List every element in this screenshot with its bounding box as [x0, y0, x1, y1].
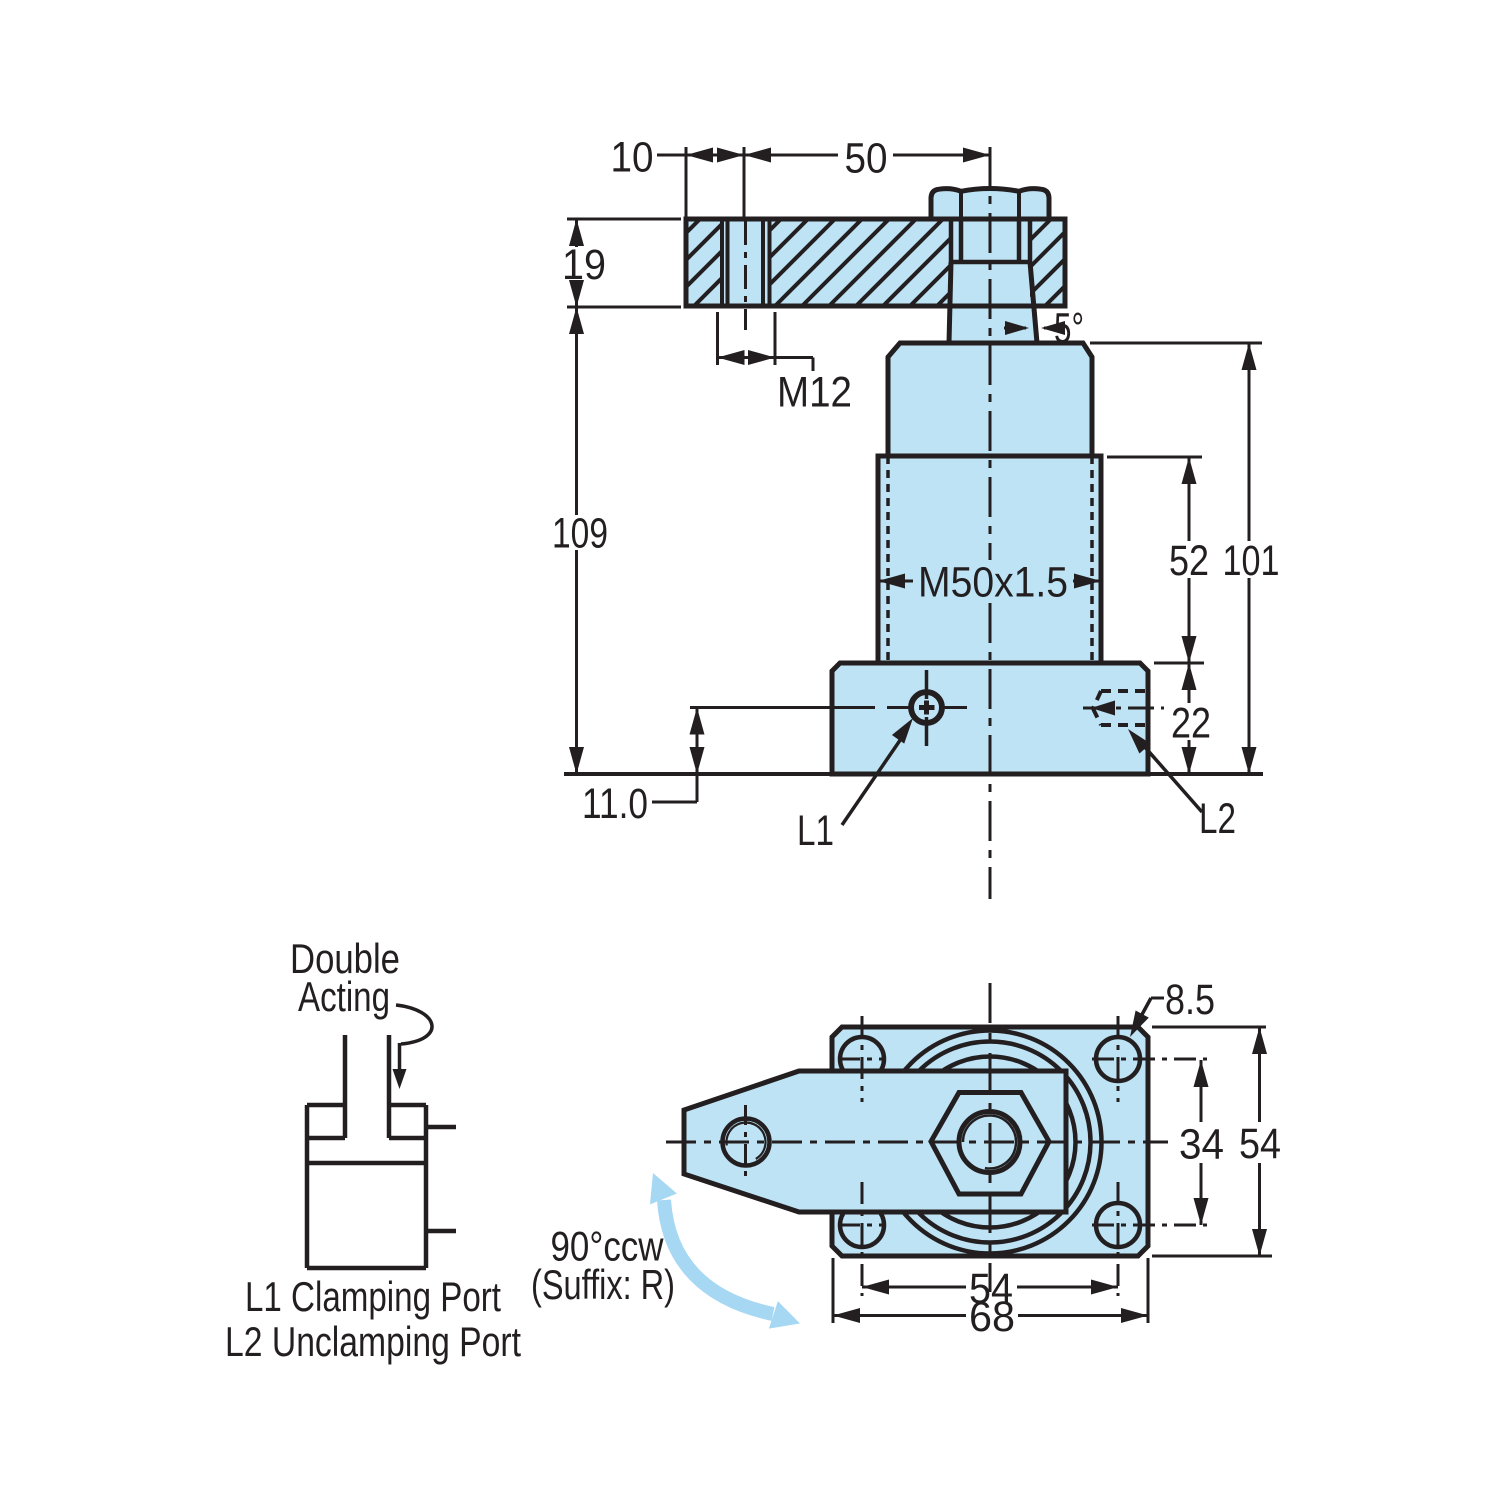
- svg-text:10: 10: [611, 133, 654, 181]
- svg-text:90°ccw: 90°ccw: [551, 1223, 665, 1270]
- svg-text:19: 19: [562, 241, 606, 289]
- svg-text:109: 109: [552, 509, 608, 557]
- svg-text:M50x1.5: M50x1.5: [918, 558, 1068, 606]
- svg-text:Acting: Acting: [298, 973, 390, 1020]
- svg-text:54: 54: [1239, 1120, 1281, 1168]
- svg-text:8.5: 8.5: [1165, 976, 1215, 1024]
- svg-text:L1 Clamping Port: L1 Clamping Port: [245, 1273, 501, 1320]
- svg-text:L2: L2: [1199, 795, 1236, 843]
- svg-text:68: 68: [969, 1293, 1015, 1341]
- svg-text:50: 50: [845, 134, 888, 182]
- svg-text:5°: 5°: [1054, 304, 1084, 352]
- svg-text:34: 34: [1179, 1120, 1224, 1168]
- svg-text:22: 22: [1171, 699, 1211, 747]
- svg-text:M12: M12: [777, 368, 852, 416]
- svg-text:Double: Double: [290, 935, 400, 982]
- svg-text:L2 Unclamping Port: L2 Unclamping Port: [225, 1318, 521, 1365]
- svg-text:54: 54: [969, 1265, 1013, 1313]
- svg-text:11.0: 11.0: [582, 780, 648, 828]
- svg-text:101: 101: [1223, 537, 1280, 585]
- svg-text:(Suffix: R): (Suffix: R): [531, 1261, 675, 1308]
- svg-text:52: 52: [1169, 537, 1209, 585]
- svg-text:L1: L1: [797, 807, 834, 855]
